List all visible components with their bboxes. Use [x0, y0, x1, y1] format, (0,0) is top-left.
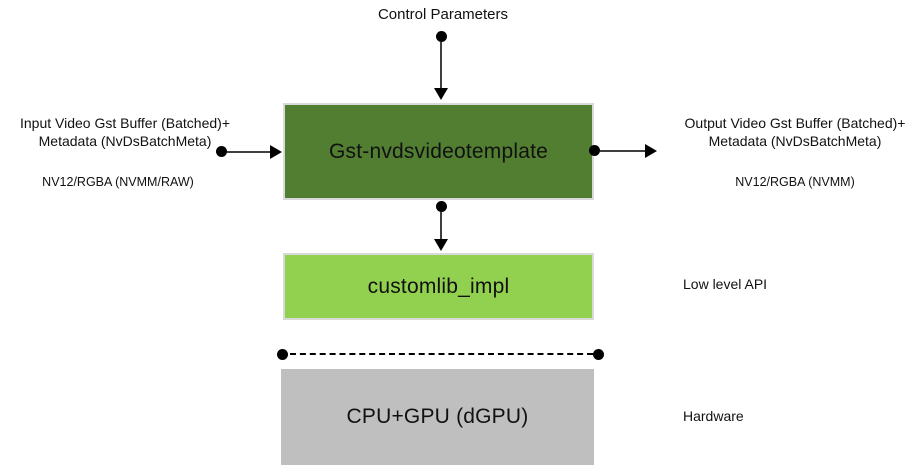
output-connector-dot — [589, 145, 600, 156]
separator-left-dot — [277, 349, 288, 360]
output-arrow-line — [600, 150, 646, 152]
plugin-to-customlib-dot — [436, 201, 447, 212]
control-connector-dot — [436, 31, 447, 42]
input-buffer-label: Input Video Gst Buffer (Batched)+ Metada… — [0, 114, 250, 150]
output-arrow-head-icon — [645, 144, 657, 158]
input-buffer-label-line1: Input Video Gst Buffer (Batched)+ — [20, 115, 230, 131]
control-arrow-head-icon — [434, 88, 448, 100]
low-level-api-label: Low level API — [683, 276, 768, 292]
plugin-to-customlib-arrow-head-icon — [434, 239, 448, 251]
hardware-box-label: CPU+GPU (dGPU) — [346, 405, 529, 428]
input-buffer-label-line2: Metadata (NvDsBatchMeta) — [38, 133, 212, 149]
control-parameters-label: Control Parameters — [377, 6, 509, 23]
customlib-box: customlib_impl — [283, 253, 594, 320]
customlib-box-label: customlib_impl — [367, 274, 510, 298]
output-format-label: NV12/RGBA (NVMM) — [735, 175, 855, 189]
plugin-to-customlib-line — [440, 212, 442, 239]
input-arrow-head-icon — [270, 145, 282, 159]
hardware-box: CPU+GPU (dGPU) — [281, 369, 594, 465]
separator-right-dot — [593, 349, 604, 360]
input-connector-dot — [216, 146, 227, 157]
output-buffer-label-line1: Output Video Gst Buffer (Batched)+ — [684, 115, 906, 131]
hardware-label: Hardware — [683, 408, 744, 424]
plugin-box: Gst-nvdsvideotemplate — [283, 103, 594, 200]
input-format-label: NV12/RGBA (NVMM/RAW) — [42, 175, 194, 189]
control-arrow-line — [440, 42, 442, 88]
input-arrow-line — [227, 151, 271, 153]
separator-dashed-line — [290, 353, 593, 355]
plugin-box-label: Gst-nvdsvideotemplate — [329, 139, 548, 163]
output-buffer-label: Output Video Gst Buffer (Batched)+ Metad… — [670, 114, 919, 150]
output-buffer-label-line2: Metadata (NvDsBatchMeta) — [708, 133, 882, 149]
